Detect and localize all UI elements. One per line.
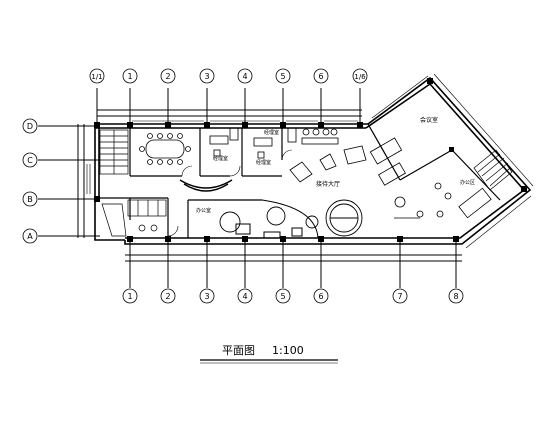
open-office-partition bbox=[188, 199, 319, 239]
svg-text:5: 5 bbox=[280, 292, 285, 301]
svg-text:3: 3 bbox=[204, 72, 209, 81]
bottom-axis-bubbles: 1 2 3 4 5 6 7 8 bbox=[122, 288, 464, 304]
axis-bubble-top-7: 6 bbox=[313, 68, 329, 84]
svg-text:7: 7 bbox=[397, 292, 402, 301]
svg-text:1: 1 bbox=[127, 72, 132, 81]
axis-bubble-top-2: 1 bbox=[122, 68, 138, 84]
room-label-lower-right: 办公区 bbox=[460, 179, 475, 186]
room-label-right-room: 会议室 bbox=[420, 116, 438, 124]
svg-text:4: 4 bbox=[242, 72, 247, 81]
axis-bubble-bottom-2: 2 bbox=[160, 288, 176, 304]
svg-text:4: 4 bbox=[242, 292, 247, 301]
axis-bubble-top-6: 5 bbox=[275, 68, 291, 84]
svg-text:1/6: 1/6 bbox=[354, 73, 366, 81]
svg-text:C: C bbox=[27, 156, 33, 165]
svg-text:2: 2 bbox=[165, 292, 170, 301]
axis-bubble-left-a: A bbox=[22, 228, 38, 244]
drawing-title-scale: 1:100 bbox=[272, 344, 304, 357]
axis-bubble-bottom-7: 7 bbox=[392, 288, 408, 304]
left-window bbox=[86, 164, 91, 194]
axis-bubble-bottom-5: 5 bbox=[275, 288, 291, 304]
conference-table bbox=[139, 133, 191, 165]
lounge-furniture bbox=[289, 137, 406, 186]
door-swings bbox=[167, 149, 293, 237]
top-axis-bubbles: 1/1 1 2 3 4 5 6 1/6 bbox=[89, 68, 368, 84]
axis-bubble-top-1: 1/1 bbox=[89, 68, 105, 84]
wing-window-strips bbox=[371, 73, 534, 249]
bottom-dimension-lines bbox=[125, 240, 462, 288]
reception-counter bbox=[179, 179, 233, 192]
outer-walls bbox=[94, 76, 532, 245]
right-wing-furniture bbox=[394, 182, 492, 219]
room-label-office-3: 经理室 bbox=[264, 129, 279, 136]
axis-bubble-top-4: 3 bbox=[199, 68, 215, 84]
room-label-open-office: 办公室 bbox=[196, 207, 211, 214]
room-labels: 经理室 经理室 经理室 接待大厅 会议室 办公室 办公区 bbox=[196, 116, 475, 214]
axis-bubble-bottom-1: 1 bbox=[122, 288, 138, 304]
svg-text:1/1: 1/1 bbox=[91, 73, 102, 81]
svg-text:D: D bbox=[27, 122, 33, 131]
left-axis-bubbles: D C B A bbox=[22, 118, 38, 244]
svg-text:1: 1 bbox=[127, 292, 132, 301]
axis-bubble-bottom-6: 6 bbox=[313, 288, 329, 304]
drawing-title-name: 平面图 bbox=[222, 344, 255, 357]
axis-bubble-bottom-4: 4 bbox=[237, 288, 253, 304]
axis-bubble-left-d: D bbox=[22, 118, 38, 134]
svg-text:B: B bbox=[27, 195, 33, 204]
structural-columns bbox=[94, 78, 527, 242]
left-dimension-lines bbox=[38, 124, 100, 238]
axis-bubble-bottom-8: 8 bbox=[448, 288, 464, 304]
axis-bubble-bottom-3: 3 bbox=[199, 288, 215, 304]
svg-text:6: 6 bbox=[318, 292, 323, 301]
svg-text:3: 3 bbox=[204, 292, 209, 301]
axis-bubble-left-b: B bbox=[22, 191, 38, 207]
svg-text:5: 5 bbox=[280, 72, 285, 81]
svg-text:A: A bbox=[27, 232, 33, 241]
round-tables bbox=[219, 199, 363, 237]
axis-bubble-top-3: 2 bbox=[160, 68, 176, 84]
room-label-office-2: 经理室 bbox=[256, 159, 271, 166]
axis-bubble-top-5: 4 bbox=[237, 68, 253, 84]
office-desks bbox=[209, 127, 339, 159]
drawing-title: 平面图 1:100 bbox=[200, 344, 338, 364]
room-label-reception: 接待大厅 bbox=[316, 180, 340, 188]
room-label-office-1: 经理室 bbox=[213, 155, 228, 162]
toilet-block bbox=[101, 199, 167, 237]
svg-text:8: 8 bbox=[453, 292, 458, 301]
left-stairs bbox=[99, 129, 129, 175]
right-stairs bbox=[473, 149, 513, 191]
axis-bubble-left-c: C bbox=[22, 152, 38, 168]
svg-text:2: 2 bbox=[165, 72, 170, 81]
svg-text:6: 6 bbox=[318, 72, 323, 81]
top-dimension-lines bbox=[96, 88, 362, 128]
axis-bubble-top-8: 1/6 bbox=[352, 68, 368, 84]
